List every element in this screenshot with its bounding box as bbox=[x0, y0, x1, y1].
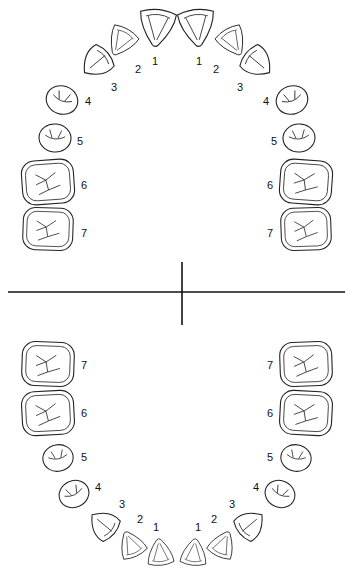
tooth-number: 7 bbox=[81, 227, 87, 239]
premolar-tooth bbox=[282, 123, 316, 154]
tooth-number: 5 bbox=[77, 135, 83, 147]
tooth-number-box: 2 bbox=[137, 509, 143, 527]
canine-tooth bbox=[83, 504, 123, 544]
tooth-number: 2 bbox=[213, 63, 219, 75]
premolar-tooth bbox=[41, 442, 76, 473]
incisor-tooth bbox=[177, 8, 217, 49]
tooth-number: 6 bbox=[81, 407, 87, 419]
tooth-number: 2 bbox=[211, 513, 217, 525]
tooth-number: 6 bbox=[81, 179, 87, 191]
tooth-number: 1 bbox=[196, 55, 202, 67]
tooth-number: 4 bbox=[253, 481, 259, 493]
tooth-number: 3 bbox=[119, 498, 125, 510]
tooth-number: 3 bbox=[111, 81, 117, 93]
midline-horizontal bbox=[8, 291, 345, 293]
tooth-number-box: 1 bbox=[152, 51, 158, 69]
incisor-tooth bbox=[114, 526, 149, 561]
tooth-number: 4 bbox=[95, 481, 101, 493]
tooth-number-box: 5 bbox=[271, 131, 277, 149]
tooth-number-box: 7 bbox=[267, 355, 273, 373]
molar-tooth bbox=[22, 207, 73, 251]
premolar-tooth bbox=[55, 476, 94, 513]
canine-tooth bbox=[237, 42, 279, 84]
tooth-number: 5 bbox=[267, 451, 273, 463]
molar-tooth bbox=[279, 158, 334, 206]
tooth-number-box: 2 bbox=[213, 59, 219, 77]
tooth-number: 3 bbox=[229, 498, 235, 510]
molar-tooth bbox=[21, 390, 75, 437]
tooth-number: 1 bbox=[195, 521, 201, 533]
tooth-number-box: 6 bbox=[267, 403, 273, 421]
tooth-number-box: 7 bbox=[267, 223, 273, 241]
tooth-number-box: 3 bbox=[237, 77, 243, 95]
tooth-number: 7 bbox=[267, 227, 273, 239]
tooth-number: 3 bbox=[237, 81, 243, 93]
tooth-number: 1 bbox=[153, 521, 159, 533]
tooth-number-box: 2 bbox=[135, 59, 141, 77]
tooth-number-box: 1 bbox=[196, 51, 202, 69]
premolar-tooth bbox=[279, 442, 314, 473]
tooth-number-box: 1 bbox=[153, 517, 159, 535]
incisor-tooth bbox=[206, 526, 241, 561]
incisor-tooth bbox=[180, 537, 209, 566]
tooth-number: 4 bbox=[263, 95, 269, 107]
tooth-number: 7 bbox=[267, 359, 273, 371]
tooth-number: 2 bbox=[135, 63, 141, 75]
molar-tooth bbox=[21, 341, 75, 387]
tooth-number: 7 bbox=[81, 359, 87, 371]
premolar-tooth bbox=[38, 123, 72, 154]
tooth-number-box: 3 bbox=[229, 494, 235, 512]
tooth-number: 6 bbox=[267, 407, 273, 419]
tooth-number-box: 5 bbox=[81, 447, 87, 465]
tooth-number-box: 5 bbox=[267, 447, 273, 465]
tooth-number: 2 bbox=[137, 513, 143, 525]
tooth-number-box: 4 bbox=[263, 91, 269, 109]
tooth-number: 5 bbox=[81, 451, 87, 463]
tooth-number-box: 4 bbox=[253, 477, 259, 495]
tooth-number-box: 4 bbox=[95, 477, 101, 495]
tooth-number: 5 bbox=[271, 135, 277, 147]
tooth-number: 6 bbox=[267, 179, 273, 191]
tooth-number-box: 4 bbox=[85, 91, 91, 109]
tooth-number-box: 1 bbox=[195, 517, 201, 535]
tooth-number-box: 7 bbox=[81, 223, 87, 241]
tooth-number-box: 5 bbox=[77, 131, 83, 149]
premolar-tooth bbox=[272, 81, 312, 118]
tooth-number-box: 6 bbox=[81, 175, 87, 193]
molar-tooth bbox=[279, 341, 333, 387]
tooth-number-box: 6 bbox=[81, 403, 87, 421]
incisor-tooth bbox=[137, 8, 177, 49]
midline-vertical bbox=[181, 262, 183, 325]
tooth-number: 4 bbox=[85, 95, 91, 107]
molar-tooth bbox=[280, 207, 331, 251]
incisor-tooth bbox=[146, 537, 175, 566]
tooth-number-box: 3 bbox=[119, 494, 125, 512]
premolar-tooth bbox=[261, 476, 300, 513]
premolar-tooth bbox=[42, 81, 82, 118]
tooth-number-box: 6 bbox=[267, 175, 273, 193]
canine-tooth bbox=[231, 504, 271, 544]
molar-tooth bbox=[279, 390, 333, 437]
tooth-number-box: 3 bbox=[111, 77, 117, 95]
tooth-number: 1 bbox=[152, 55, 158, 67]
tooth-number-box: 7 bbox=[81, 355, 87, 373]
tooth-number-box: 2 bbox=[211, 509, 217, 527]
canine-tooth bbox=[75, 42, 117, 84]
molar-tooth bbox=[21, 158, 76, 206]
